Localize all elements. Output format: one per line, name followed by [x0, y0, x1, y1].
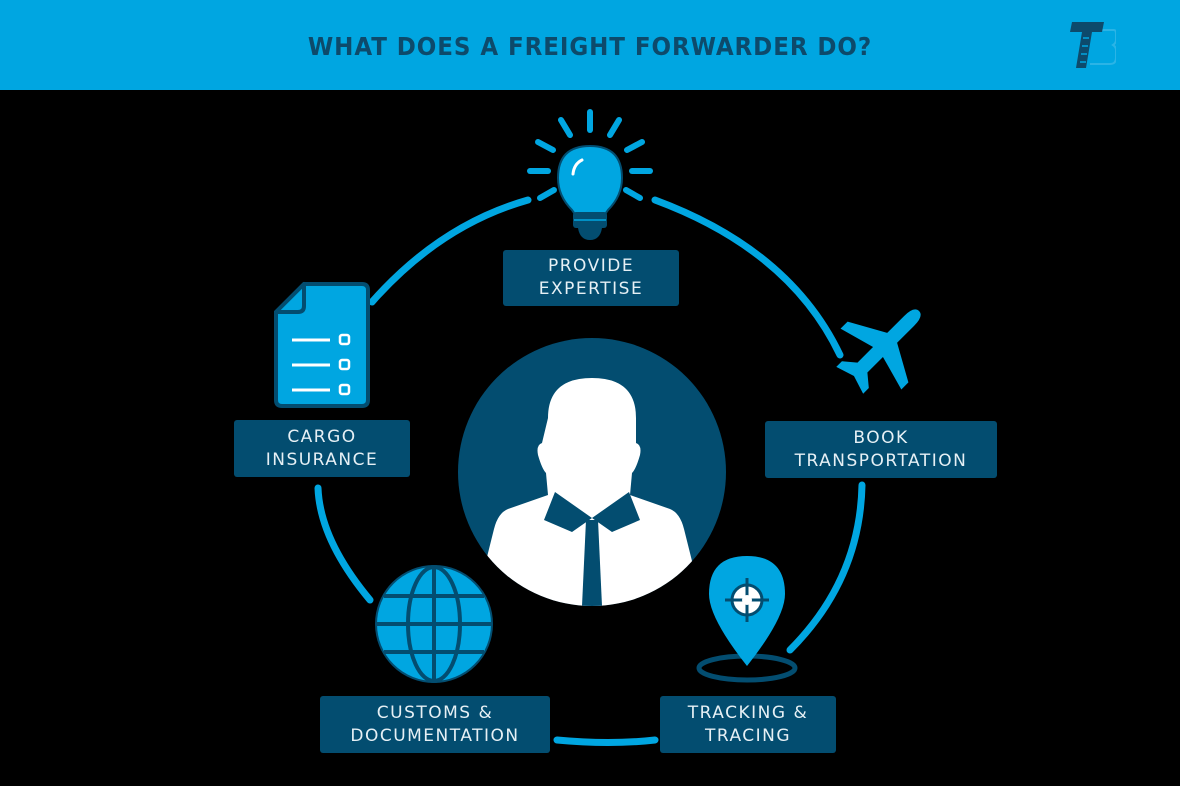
header-banner: WHAT DOES A FREIGHT FORWARDER DO?	[0, 0, 1180, 90]
label-line: TRANSPORTATION	[794, 450, 968, 471]
label-line: INSURANCE	[265, 449, 379, 470]
step-label-customs-documentation: CUSTOMS & DOCUMENTATION	[320, 696, 550, 753]
step-label-cargo-insurance: CARGO INSURANCE	[234, 420, 410, 477]
arc-insurance-expertise	[368, 196, 532, 306]
arc-expertise-transport	[651, 196, 844, 359]
arc-customs-insurance	[314, 484, 374, 604]
label-line: TRACING	[704, 725, 792, 746]
label-line: BOOK	[853, 427, 909, 448]
label-line: PROVIDE	[547, 256, 635, 276]
lightbulb-icon	[527, 109, 653, 240]
page-title: WHAT DOES A FREIGHT FORWARDER DO?	[307, 32, 873, 61]
arc-transport-tracking	[786, 481, 866, 654]
airplane-icon	[836, 309, 921, 394]
label-line: CUSTOMS &	[376, 702, 494, 723]
label-line: CARGO	[287, 426, 357, 447]
label-line: TRACKING &	[687, 702, 809, 723]
label-line: DOCUMENTATION	[350, 725, 520, 746]
tb-logo-icon	[1070, 22, 1116, 68]
document-checklist-icon	[274, 282, 370, 408]
step-label-provide-expertise: PROVIDE EXPERTISE	[503, 250, 679, 306]
label-line: EXPERTISE	[538, 279, 644, 299]
location-pin-icon	[696, 556, 798, 683]
step-label-book-transportation: BOOK TRANSPORTATION	[765, 421, 997, 478]
globe-icon	[375, 565, 493, 683]
arc-tracking-customs	[553, 736, 659, 746]
step-label-tracking-tracing: TRACKING & TRACING	[660, 696, 836, 753]
person-silhouette-icon	[458, 338, 726, 606]
